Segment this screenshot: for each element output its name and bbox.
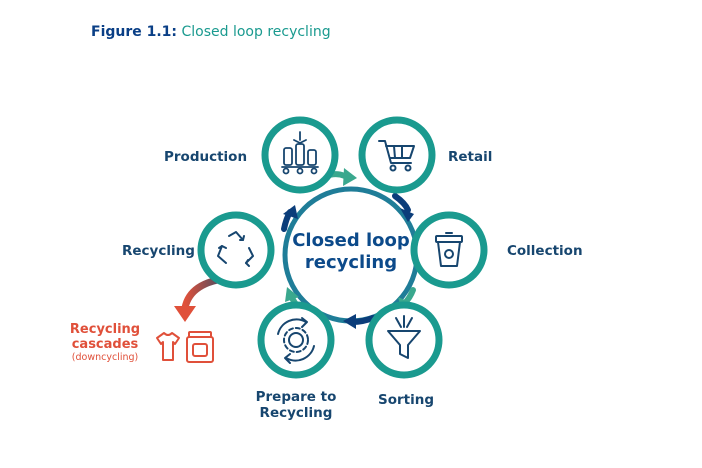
recycle-arrows-icon: [217, 231, 254, 267]
arrowhead-recycling: [285, 287, 299, 302]
recycling-ring: [197, 211, 275, 289]
production-ring: [261, 116, 339, 194]
label-sorting: Sorting: [378, 392, 435, 408]
cascade-line2: cascades: [71, 337, 139, 352]
label-recycling: Recycling: [122, 243, 195, 259]
center-title-line2: recycling: [304, 252, 398, 273]
sorting-funnel-icon: [387, 315, 421, 359]
sorting-ring: [365, 301, 443, 379]
stage-prepare: [257, 301, 335, 379]
arrowhead-prepare: [343, 314, 356, 329]
recycling-bin-icon: [435, 232, 463, 267]
arrow-retail-to-collection: [392, 193, 411, 213]
cascade-label: Recycling cascades (downcycling): [57, 322, 153, 364]
stage-retail: [358, 116, 436, 194]
label-production: Production: [164, 149, 248, 165]
label-collection: Collection: [507, 243, 583, 259]
arrowhead-retail: [343, 168, 357, 186]
label-prepare: Prepare to Recycling: [255, 389, 337, 421]
figure-number: Figure 1.1:: [91, 24, 178, 40]
figure-caption: Figure 1.1: Closed loop recycling: [91, 22, 331, 42]
cascade-arrowhead: [174, 306, 196, 322]
gear-cycle-icon: [277, 317, 315, 364]
stage-recycling: [197, 211, 275, 289]
prepare-ring: [257, 301, 335, 379]
stage-production: [261, 116, 339, 194]
label-retail: Retail: [448, 149, 493, 165]
arrowhead-collection: [400, 208, 414, 222]
center-title: Closed loop recycling: [271, 230, 431, 274]
shopping-cart-icon: [378, 140, 415, 172]
stage-sorting: [365, 301, 443, 379]
stage-collection: [410, 211, 488, 289]
production-line-icon: [281, 131, 319, 175]
center-title-line1: Closed loop: [292, 230, 410, 251]
retail-ring: [358, 116, 436, 194]
jar-icon: [186, 331, 214, 363]
cascade-line1: Recycling: [69, 322, 141, 337]
cascade-sub: (downcycling): [71, 352, 139, 363]
tshirt-icon: [156, 332, 180, 361]
arrowhead-production: [283, 205, 298, 219]
figure-title: Closed loop recycling: [181, 24, 331, 40]
